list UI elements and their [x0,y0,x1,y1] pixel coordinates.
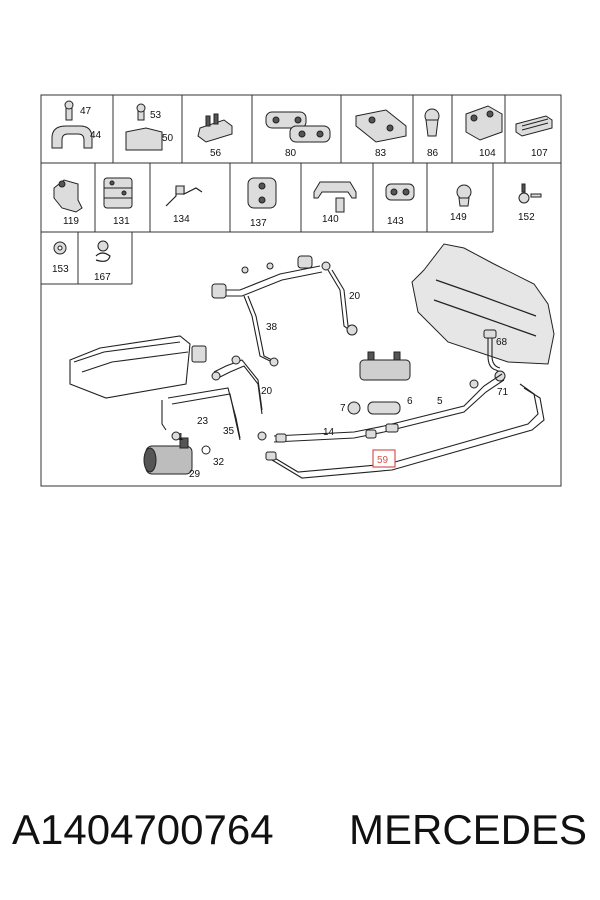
label-153: 153 [52,264,69,275]
label-35: 35 [223,426,235,437]
cell-143[interactable]: 143 [385,183,415,227]
highlighted-part-59[interactable]: 59 [372,449,396,468]
label-53: 53 [150,110,162,121]
label-6: 6 [407,396,413,407]
cell-104[interactable]: 104 [465,105,503,159]
label-7: 7 [340,403,346,414]
label-32: 32 [213,457,225,468]
label-68: 68 [496,337,508,348]
label-38: 38 [266,322,278,333]
cell-86[interactable]: 86 [424,108,440,159]
label-107: 107 [531,148,548,159]
label-137: 137 [250,218,267,229]
fuel-pump [143,437,211,475]
label-80: 80 [285,148,297,159]
label-71: 71 [497,387,509,398]
cell-107[interactable]: 107 [515,115,553,159]
cell-80[interactable]: 80 [265,111,331,159]
cell-56[interactable]: 56 [197,113,233,159]
fuel-filter [359,351,411,381]
cell-149[interactable]: 149 [450,184,472,223]
label-1: 1 [178,432,184,443]
cell-140[interactable]: 140 [313,181,357,225]
label-134: 134 [173,214,190,225]
cell-83[interactable]: 83 [355,109,407,159]
brand-name: MERCEDES [349,806,588,853]
cell-153[interactable]: 153 [52,241,69,275]
label-83: 83 [375,148,387,159]
cell-47-44[interactable]: 47 44 [51,100,102,149]
label-104: 104 [479,148,496,159]
label-29: 29 [189,469,201,480]
label-152: 152 [518,212,535,223]
cell-53-50[interactable]: 53 50 [125,103,174,151]
parts-diagram: 47 44 53 50 56 80 83 86 10 [40,94,562,487]
cell-167[interactable]: 167 [94,240,111,283]
label-47: 47 [80,106,92,117]
part-number: A1404700764 [12,806,274,853]
label-14: 14 [323,427,335,438]
cell-119[interactable]: 119 [53,179,83,227]
cell-152[interactable]: 152 [518,183,542,223]
label-59: 59 [377,455,389,466]
label-20-upper: 20 [349,291,361,302]
label-149: 149 [450,212,467,223]
cell-131[interactable]: 131 [103,177,133,227]
label-56: 56 [210,148,222,159]
label-44: 44 [90,130,102,141]
label-50: 50 [162,133,174,144]
label-131: 131 [113,216,130,227]
label-119: 119 [63,216,79,227]
label-5: 5 [437,396,443,407]
label-86: 86 [427,148,439,159]
label-20-lower: 20 [261,386,273,397]
label-23: 23 [197,416,209,427]
cell-134[interactable]: 134 [165,185,203,225]
caption: A1404700764 MERCEDES [0,800,600,860]
fuel-tank [411,243,555,365]
label-143: 143 [387,216,404,227]
label-140: 140 [322,214,339,225]
label-167: 167 [94,272,111,283]
cell-137[interactable]: 137 [247,177,277,229]
